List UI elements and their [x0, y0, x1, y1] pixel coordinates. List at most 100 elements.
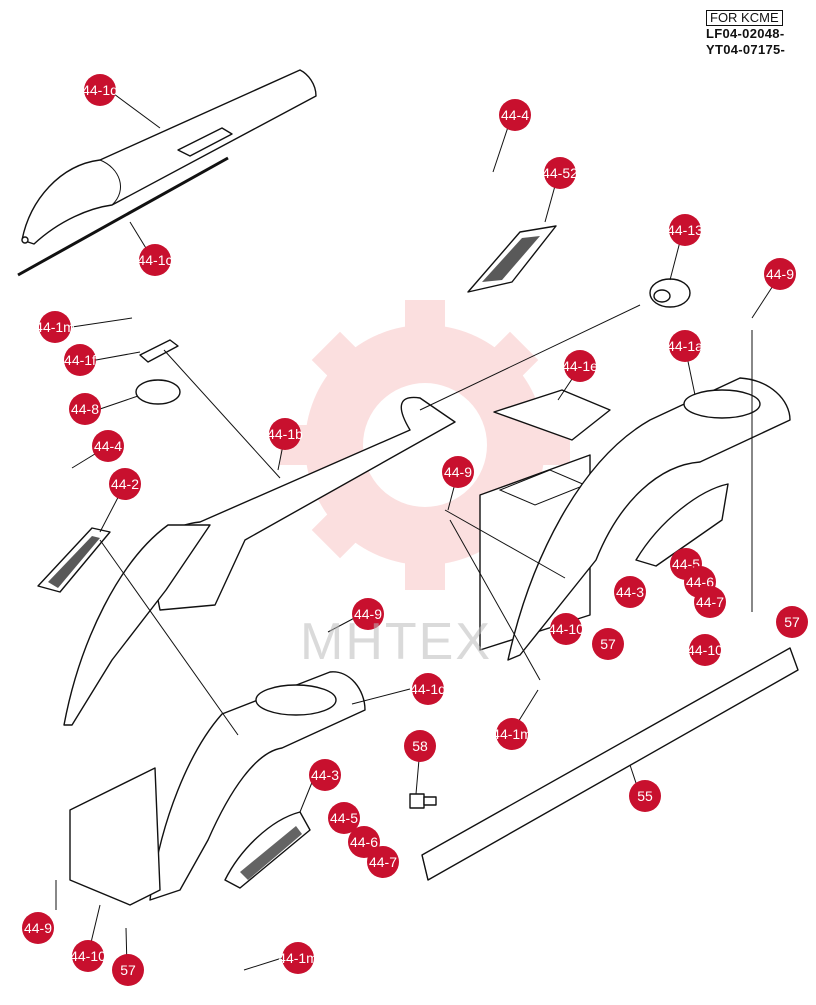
- callout-marker: [22, 912, 54, 944]
- callout-c15: 44-9: [442, 456, 474, 488]
- reference-block: FOR KCME LF04-02048- YT04-07175-: [706, 10, 785, 58]
- callout-c33: 44-9: [22, 912, 54, 944]
- callout-label: 44-1f: [64, 352, 96, 368]
- callout-marker: [72, 940, 104, 972]
- callout-label: 44-2: [111, 476, 139, 492]
- bolt-part: [409, 793, 437, 809]
- rear-grille-part: [467, 225, 557, 293]
- reference-tag: FOR KCME: [706, 10, 783, 26]
- grommet-part: [649, 278, 691, 308]
- callout-label: 44-10: [548, 621, 584, 637]
- callout-marker: [544, 157, 576, 189]
- callout-c19: 44-7: [694, 586, 726, 618]
- small-bracket-part: [139, 339, 179, 363]
- serial-range-1: LF04-02048-: [706, 26, 785, 41]
- callout-marker: [776, 606, 808, 638]
- callout-marker: [499, 99, 531, 131]
- callout-marker: [92, 430, 124, 462]
- callout-c12: 44-1b: [267, 418, 303, 450]
- callout-label: 44-10: [687, 642, 723, 658]
- callout-marker: [112, 954, 144, 986]
- callout-label: 44-9: [766, 266, 794, 282]
- callout-marker: [564, 350, 596, 382]
- callout-marker: [367, 846, 399, 878]
- callout-marker: [550, 613, 582, 645]
- callout-marker: [412, 673, 444, 705]
- callout-marker: [669, 214, 701, 246]
- callout-marker: [614, 576, 646, 608]
- callout-label: 44-10: [70, 948, 106, 964]
- callout-c29: 44-3: [309, 759, 341, 791]
- callout-marker: [64, 344, 96, 376]
- callout-label: 44-1e: [562, 358, 598, 374]
- callout-label: 57: [600, 636, 616, 652]
- top-cover-part: [21, 69, 317, 245]
- callout-label: 44-9: [24, 920, 52, 936]
- callout-marker: [442, 456, 474, 488]
- callout-marker: [629, 780, 661, 812]
- callout-c35: 57: [112, 954, 144, 986]
- callout-c36: 44-1m: [278, 942, 318, 974]
- callout-marker: [404, 730, 436, 762]
- callout-c20: 44-10: [548, 613, 584, 645]
- callout-c1: 44-1d: [82, 74, 118, 106]
- callout-label: 44-52: [542, 165, 578, 181]
- callout-marker: [352, 598, 384, 630]
- callout-marker: [348, 826, 380, 858]
- callout-marker: [669, 330, 701, 362]
- callout-label: 44-5: [330, 810, 358, 826]
- callout-c4: 44-52: [542, 157, 578, 189]
- callout-label: 44-1d: [410, 681, 446, 697]
- callout-c6: 44-9: [764, 258, 796, 290]
- callout-label: 44-7: [696, 594, 724, 610]
- lower-grille-part: [224, 811, 311, 889]
- lid-part: [493, 389, 611, 441]
- callout-marker: [309, 759, 341, 791]
- callout-label: 44-8: [71, 401, 99, 417]
- rod-part: [17, 156, 229, 277]
- callout-marker: [39, 311, 71, 343]
- callout-marker: [282, 942, 314, 974]
- callout-marker: [689, 634, 721, 666]
- callout-c3: 44-4: [499, 99, 531, 131]
- callout-label: 44-1a: [667, 338, 703, 354]
- callout-label: 44-9: [354, 606, 382, 622]
- callout-label: 58: [412, 738, 428, 754]
- callout-marker: [496, 718, 528, 750]
- callout-c27: 58: [404, 730, 436, 762]
- serial-range-2: YT04-07175-: [706, 42, 786, 57]
- callout-c21: 57: [592, 628, 624, 660]
- callout-marker: [328, 802, 360, 834]
- callout-label: 44-4: [94, 438, 122, 454]
- callout-c24: 44-9: [352, 598, 384, 630]
- callout-label: 44-1c: [137, 252, 172, 268]
- callout-label: 44-1m: [278, 950, 318, 966]
- callout-c18: 44-3: [614, 576, 646, 608]
- callout-label: 55: [637, 788, 653, 804]
- callout-label: 44-9: [444, 464, 472, 480]
- callout-c8: 44-1f: [64, 344, 96, 376]
- callout-c14: 44-2: [109, 468, 141, 500]
- callout-label: 44-6: [686, 574, 714, 590]
- callout-c5: 44-13: [667, 214, 703, 246]
- callout-c25: 44-1d: [410, 673, 446, 705]
- watermark-text: МНТЕХ: [300, 613, 492, 671]
- callout-layer: 44-1d 44-1c 44-4 44-52 44-13 44-9 44-1m 44-1f 44…: [22, 74, 808, 986]
- callout-label: 44-4: [501, 107, 529, 123]
- callout-c7: 44-1m: [35, 311, 75, 343]
- callout-c23: 57: [776, 606, 808, 638]
- callout-c28: 55: [629, 780, 661, 812]
- callout-marker: [764, 258, 796, 290]
- callout-c13: 44-4: [92, 430, 124, 462]
- callout-c30: 44-5: [328, 802, 360, 834]
- callout-label: 57: [120, 962, 136, 978]
- callout-marker: [269, 418, 301, 450]
- callout-label: 44-1b: [267, 426, 303, 442]
- callout-label: 44-3: [616, 584, 644, 600]
- callout-marker: [592, 628, 624, 660]
- callout-label: 44-7: [369, 854, 397, 870]
- callout-label: 44-1d: [82, 82, 118, 98]
- callout-c26: 44-1m: [492, 718, 532, 750]
